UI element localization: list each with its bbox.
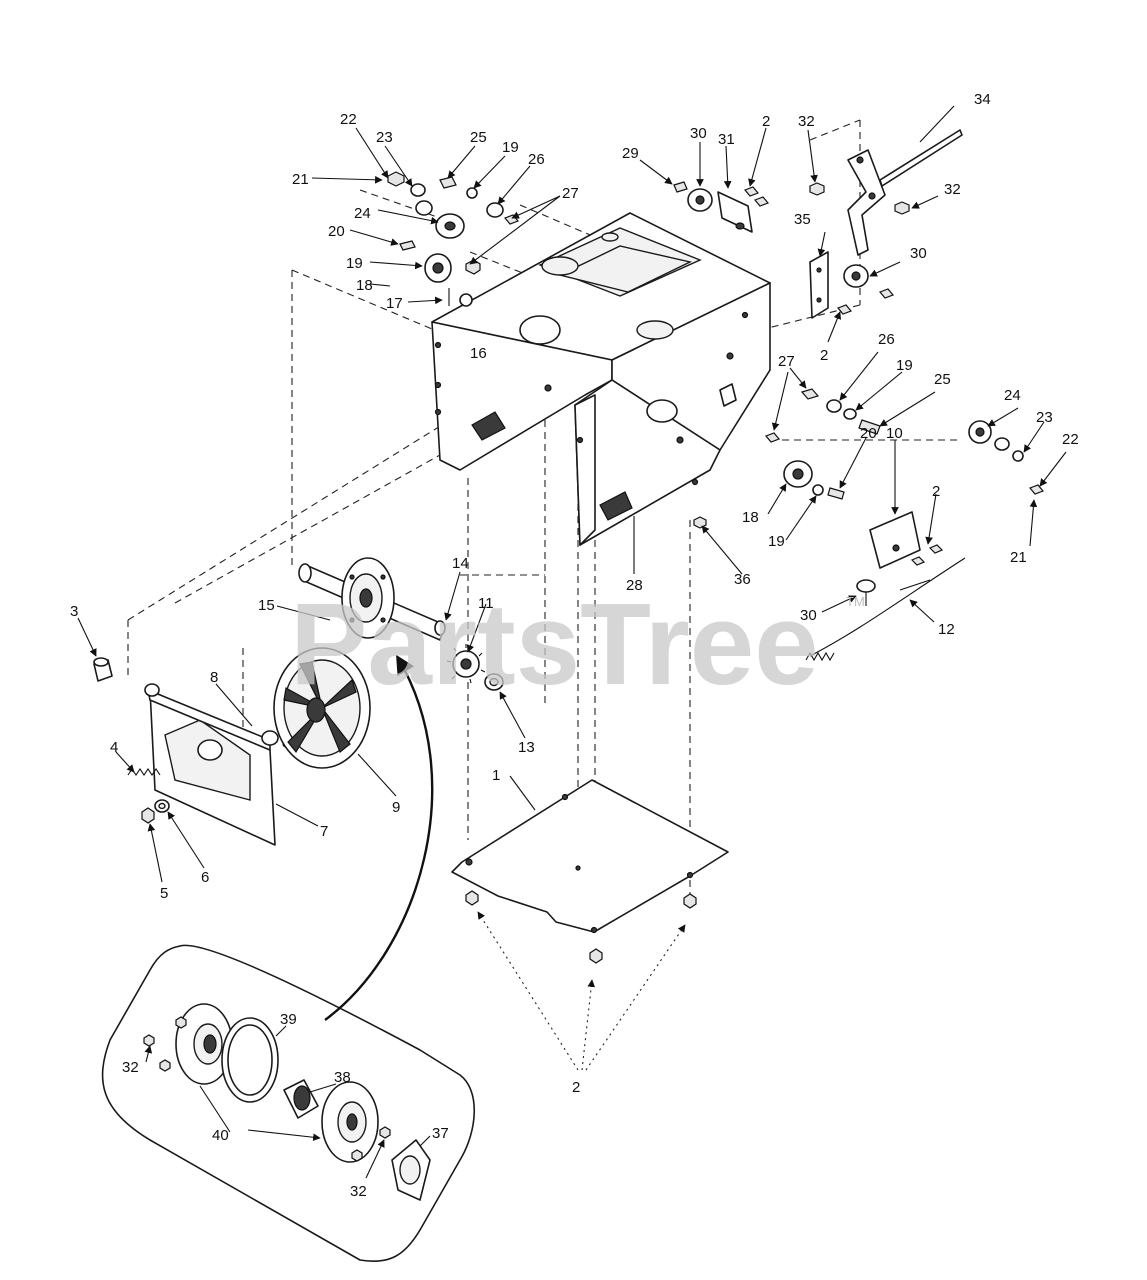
top-right-hardware bbox=[673, 181, 825, 233]
bracket-7 bbox=[144, 683, 290, 846]
bracket-35 bbox=[809, 251, 829, 319]
callout-12: 12 bbox=[938, 621, 955, 638]
callout-19d: 19 bbox=[768, 533, 785, 550]
callout-17: 17 bbox=[386, 295, 403, 312]
callout-32c: 32 bbox=[122, 1059, 139, 1076]
callout-38: 38 bbox=[334, 1069, 351, 1086]
callout-2a: 2 bbox=[762, 113, 770, 130]
callout-19b: 19 bbox=[346, 255, 363, 272]
callout-8: 8 bbox=[210, 669, 218, 686]
watermark: PartsTree TM bbox=[290, 579, 865, 709]
callout-26b: 26 bbox=[878, 331, 895, 348]
callout-3: 3 bbox=[70, 603, 78, 620]
detail-inset bbox=[101, 944, 475, 1262]
callout-18a: 18 bbox=[356, 277, 373, 294]
bearing-13 bbox=[484, 673, 504, 691]
callout-15: 15 bbox=[258, 597, 275, 614]
callout-13: 13 bbox=[518, 739, 535, 756]
callout-22a: 22 bbox=[340, 111, 357, 128]
leader-lines bbox=[77, 105, 1067, 1179]
callout-20a: 20 bbox=[328, 223, 345, 240]
callout-28: 28 bbox=[626, 577, 643, 594]
watermark-brand: PartsTree bbox=[290, 579, 819, 709]
callout-30a: 30 bbox=[690, 125, 707, 142]
bearing-30-right bbox=[836, 201, 910, 315]
impeller-shaft-15 bbox=[298, 557, 446, 641]
shift-rod-34 bbox=[847, 129, 963, 256]
callout-25b: 25 bbox=[934, 371, 951, 388]
callout-24b: 24 bbox=[1004, 387, 1021, 404]
bracket-10 bbox=[869, 511, 944, 569]
pulley-9 bbox=[273, 647, 371, 769]
gear-housing-16 bbox=[431, 212, 771, 471]
housing-plate-28 bbox=[574, 379, 721, 546]
callout-36: 36 bbox=[734, 571, 751, 588]
cover-screws-2 bbox=[465, 890, 697, 964]
callout-23b: 23 bbox=[1036, 409, 1053, 426]
callout-22b: 22 bbox=[1062, 431, 1079, 448]
spacer-3 bbox=[93, 657, 113, 682]
washer-6 bbox=[154, 799, 170, 813]
watermark-trademark: TM bbox=[846, 594, 865, 609]
callout-40: 40 bbox=[212, 1127, 229, 1144]
callout-39: 39 bbox=[280, 1011, 297, 1028]
callout-32b: 32 bbox=[944, 181, 961, 198]
nut-5 bbox=[141, 807, 155, 824]
callout-23a: 23 bbox=[376, 129, 393, 146]
bottom-cover-plate-1 bbox=[451, 779, 729, 934]
callout-14: 14 bbox=[452, 555, 469, 572]
callout-2d: 2 bbox=[572, 1079, 580, 1096]
callout-32d: 32 bbox=[350, 1183, 367, 1200]
callout-5: 5 bbox=[160, 885, 168, 902]
callout-27b: 27 bbox=[778, 353, 795, 370]
callout-32a: 32 bbox=[798, 113, 815, 130]
callout-2c: 2 bbox=[932, 483, 940, 500]
sprocket-11 bbox=[446, 644, 486, 684]
right-side-hardware bbox=[693, 388, 1045, 529]
callout-26a: 26 bbox=[528, 151, 545, 168]
callout-9: 9 bbox=[392, 799, 400, 816]
callout-6: 6 bbox=[201, 869, 209, 886]
callout-30c: 30 bbox=[800, 607, 817, 624]
callout-35: 35 bbox=[794, 211, 811, 228]
callout-20b: 20 bbox=[860, 425, 877, 442]
callout-16: 16 bbox=[470, 345, 487, 362]
shift-cable-12 bbox=[809, 557, 966, 657]
callout-19a: 19 bbox=[502, 139, 519, 156]
callout-labels: 1 2 2 2 2 3 4 5 6 7 8 9 10 11 12 13 14 1… bbox=[70, 91, 1079, 1200]
callout-7: 7 bbox=[320, 823, 328, 840]
callout-19c: 19 bbox=[896, 357, 913, 374]
callout-4: 4 bbox=[110, 739, 118, 756]
spring-30-lower bbox=[805, 651, 835, 662]
callout-25a: 25 bbox=[470, 129, 487, 146]
callout-11: 11 bbox=[478, 595, 494, 612]
callout-21b: 21 bbox=[1010, 549, 1027, 566]
callout-31: 31 bbox=[718, 131, 735, 148]
clip-30 bbox=[856, 579, 876, 606]
callout-34: 34 bbox=[974, 91, 991, 108]
callout-24a: 24 bbox=[354, 205, 371, 222]
callout-21a: 21 bbox=[292, 171, 309, 188]
callout-10: 10 bbox=[886, 425, 903, 442]
callout-37: 37 bbox=[432, 1125, 449, 1142]
callout-29: 29 bbox=[622, 145, 639, 162]
callout-2b: 2 bbox=[820, 347, 828, 364]
top-left-hardware bbox=[387, 171, 520, 307]
callout-18b: 18 bbox=[742, 509, 759, 526]
callout-27a: 27 bbox=[562, 185, 579, 202]
callout-1: 1 bbox=[492, 767, 500, 784]
callout-30b: 30 bbox=[910, 245, 927, 262]
